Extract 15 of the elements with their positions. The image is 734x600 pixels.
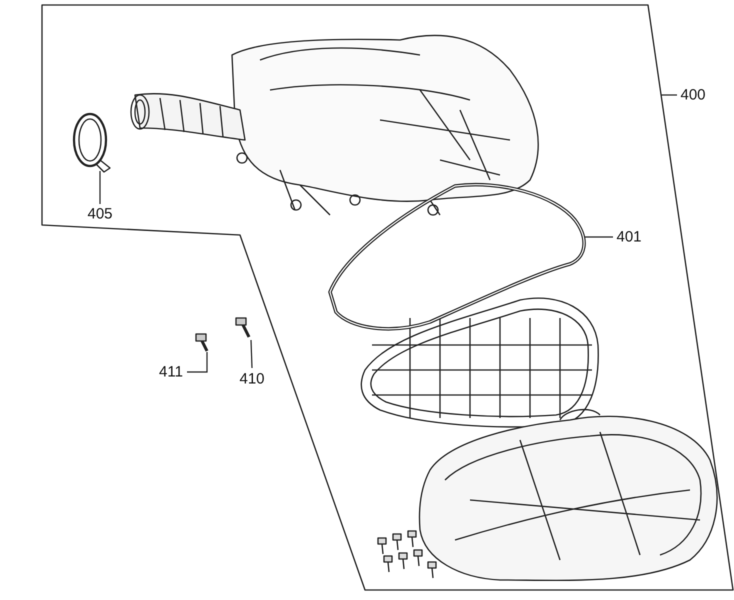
hose-clamp: [72, 112, 111, 173]
callout-number: 400: [680, 88, 706, 102]
leader-line: [661, 94, 677, 96]
assembly-outline: [42, 5, 733, 590]
callout-number: 411: [159, 364, 183, 380]
bolt: [235, 317, 250, 338]
bolt: [195, 333, 208, 352]
leader-line: [187, 352, 208, 373]
callout-number: 401: [616, 230, 642, 244]
callout-number: 410: [239, 372, 265, 386]
leader-line: [250, 340, 253, 368]
leader-line: [99, 171, 101, 204]
callout-number: 405: [87, 206, 113, 222]
gasket: [328, 182, 586, 330]
leader-line: [583, 236, 613, 238]
